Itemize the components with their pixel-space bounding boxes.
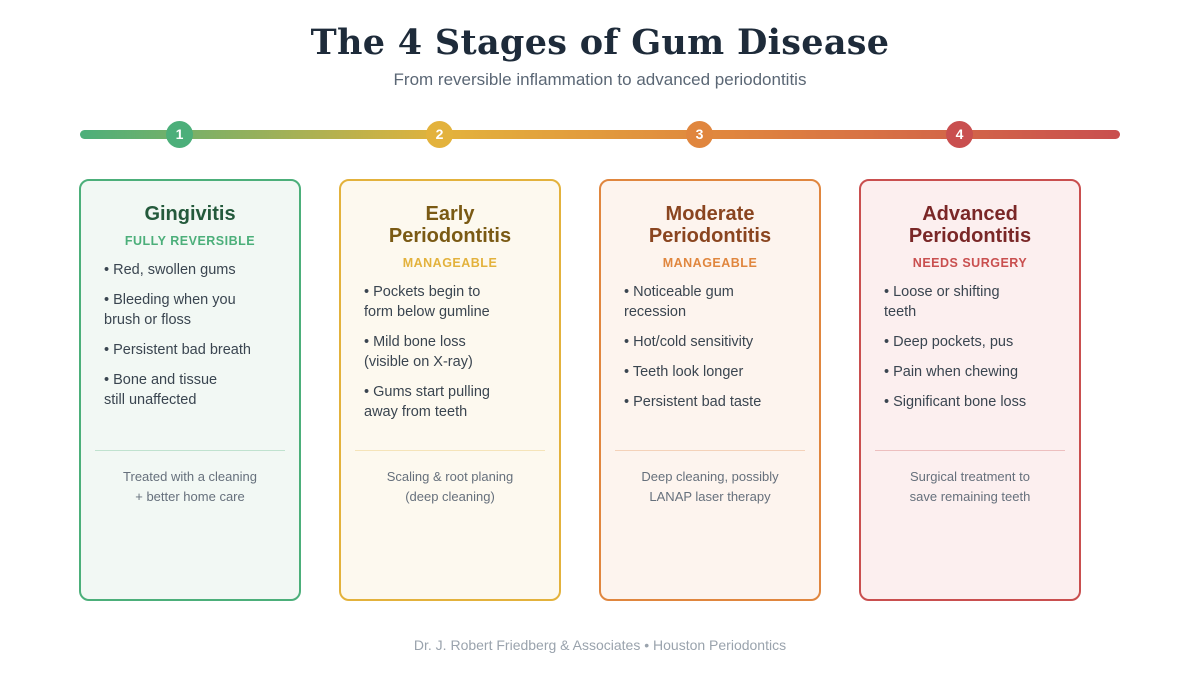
list-item: • Deep pockets, pus bbox=[884, 334, 1014, 350]
page-title: The 4 Stages of Gum Disease bbox=[310, 22, 890, 63]
timeline-node-2: 2 bbox=[426, 121, 453, 148]
card-divider bbox=[355, 450, 545, 451]
stage-title: Moderate Periodontitis bbox=[648, 203, 772, 247]
list-item: • Pain when chewing bbox=[884, 364, 1019, 380]
list-item: • Significant bone loss bbox=[884, 394, 1027, 410]
stage-tag: FULLY REVERSIBLE bbox=[124, 234, 256, 248]
page-subtitle: From reversible inflammation to advanced… bbox=[393, 70, 807, 89]
stage-tag: NEEDS SURGERY bbox=[912, 256, 1028, 270]
card-divider bbox=[95, 450, 285, 451]
list-item: • Pockets begin to form below gumline bbox=[364, 284, 490, 320]
list-item: • Bleeding when you brush or floss bbox=[104, 292, 236, 328]
list-item: • Hot/cold sensitivity bbox=[624, 334, 754, 350]
symptom-list: • Noticeable gum recession • Hot/cold se… bbox=[601, 282, 819, 412]
stage-title: Gingivitis bbox=[144, 203, 236, 225]
treatment-note: Scaling & root planing (deep cleaning) bbox=[386, 469, 514, 504]
stage-tag: MANAGEABLE bbox=[402, 256, 498, 270]
treatment-note: Deep cleaning, possibly LANAP laser ther… bbox=[641, 469, 779, 504]
list-item: • Persistent bad taste bbox=[624, 394, 762, 410]
symptom-list: • Loose or shifting teeth • Deep pockets… bbox=[861, 282, 1079, 412]
stage-tag: MANAGEABLE bbox=[662, 256, 758, 270]
timeline-track bbox=[80, 130, 1120, 139]
card-divider bbox=[615, 450, 805, 451]
treatment-note: Surgical treatment to save remaining tee… bbox=[909, 469, 1031, 504]
symptom-list: • Pockets begin to form below gumline • … bbox=[341, 282, 559, 422]
treatment-note: Treated with a cleaning + better home ca… bbox=[123, 469, 257, 504]
list-item: • Gums start pulling away from teeth bbox=[364, 384, 490, 420]
timeline-node-4: 4 bbox=[946, 121, 973, 148]
stage-card-early-periodontitis: Early Periodontitis MANAGEABLE • Pockets… bbox=[339, 179, 561, 601]
stage-card-gingivitis: Gingivitis FULLY REVERSIBLE • Red, swoll… bbox=[79, 179, 301, 601]
stage-card-moderate-periodontitis: Moderate Periodontitis MANAGEABLE • Noti… bbox=[599, 179, 821, 601]
list-item: • Persistent bad breath bbox=[104, 342, 251, 358]
stage-card-advanced-periodontitis: Advanced Periodontitis NEEDS SURGERY • L… bbox=[859, 179, 1081, 601]
timeline-node-1: 1 bbox=[166, 121, 193, 148]
list-item: • Red, swollen gums bbox=[104, 262, 236, 278]
stage-title: Early Periodontitis bbox=[388, 203, 512, 247]
card-divider bbox=[875, 450, 1065, 451]
list-item: • Mild bone loss (visible on X-ray) bbox=[364, 334, 473, 370]
symptom-list: • Red, swollen gums • Bleeding when you … bbox=[81, 260, 299, 410]
list-item: • Teeth look longer bbox=[624, 364, 744, 380]
stage-title: Advanced Periodontitis bbox=[908, 203, 1032, 247]
list-item: • Noticeable gum recession bbox=[624, 284, 734, 320]
list-item: • Bone and tissue still unaffected bbox=[104, 372, 218, 408]
timeline-node-3: 3 bbox=[686, 121, 713, 148]
list-item: • Loose or shifting teeth bbox=[884, 284, 1000, 320]
footer-credit: Dr. J. Robert Friedberg & Associates • H… bbox=[413, 637, 787, 653]
